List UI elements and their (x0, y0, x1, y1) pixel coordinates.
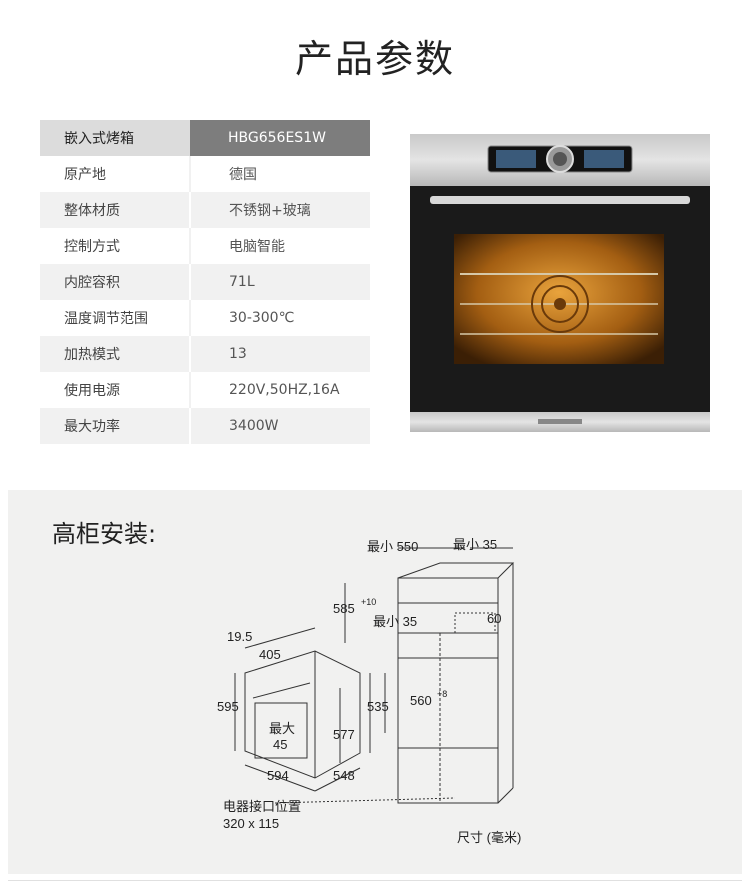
spec-key: 加热模式 (40, 336, 191, 372)
spec-key: 温度调节范围 (40, 300, 191, 336)
unit-label: 尺寸 (毫米) (457, 830, 521, 845)
spec-value: 71L (190, 264, 370, 300)
spec-row: 温度调节范围 30-300℃ (40, 300, 370, 336)
spec-value: 不锈钢+玻璃 (190, 192, 370, 228)
dim-19-5: 19.5 (227, 629, 252, 644)
spec-value: 13 (190, 336, 370, 372)
dim-585: 585 (333, 601, 355, 616)
dim-577: 577 (333, 727, 355, 742)
dim-560: 560 (410, 693, 432, 708)
spec-row: 使用电源 220V,50HZ,16A (40, 372, 370, 408)
spec-key: 原产地 (40, 156, 191, 192)
dim-min-35-mid: 最小 35 (373, 614, 417, 629)
dim-548: 548 (333, 768, 355, 783)
spec-row: 原产地 德国 (40, 156, 370, 192)
dim-595: 595 (217, 699, 239, 714)
spec-value: 德国 (190, 156, 370, 192)
dim-45: 45 (273, 737, 287, 752)
oven-product-image (410, 134, 710, 432)
dim-min-550: 最小 550 (367, 539, 418, 554)
dim-535: 535 (367, 699, 389, 714)
spec-key: 整体材质 (40, 192, 191, 228)
dim-min-35-top: 最小 35 (453, 537, 497, 552)
spec-row: 整体材质 不锈钢+玻璃 (40, 192, 370, 228)
dim-560-sup: +8 (437, 689, 447, 699)
connection-label: 电器接口位置 (223, 799, 301, 814)
connection-size: 320 x 115 (223, 816, 279, 831)
dim-585-sup: +10 (361, 597, 376, 607)
spec-value: 220V,50HZ,16A (190, 372, 370, 408)
spec-row: 加热模式 13 (40, 336, 370, 372)
installation-diagram: 最小 550 最小 35 585 +10 最小 35 60 19.5 405 5… (217, 537, 521, 845)
spec-value: 电脑智能 (190, 228, 370, 264)
installation-title: 高柜安装: (52, 520, 157, 548)
spec-header-value: HBG656ES1W (190, 120, 370, 156)
spec-table: 嵌入式烤箱 HBG656ES1W 原产地 德国 整体材质 不锈钢+玻璃 控制方式… (40, 120, 370, 444)
spec-header-row: 嵌入式烤箱 HBG656ES1W (40, 120, 370, 156)
spec-row: 控制方式 电脑智能 (40, 228, 370, 264)
spec-key: 控制方式 (40, 228, 191, 264)
dim-405: 405 (259, 647, 281, 662)
spec-header-key: 嵌入式烤箱 (40, 120, 190, 156)
bottom-divider (8, 880, 742, 881)
spec-key: 最大功率 (40, 408, 191, 444)
dim-max-label: 最大 (269, 721, 295, 736)
spec-value: 3400W (190, 408, 370, 444)
spec-row: 内腔容积 71L (40, 264, 370, 300)
spec-key: 内腔容积 (40, 264, 191, 300)
dim-594: 594 (267, 768, 289, 783)
spec-value: 30-300℃ (190, 300, 370, 336)
page-title: 产品参数 (294, 37, 455, 81)
spec-key: 使用电源 (40, 372, 191, 408)
dim-60: 60 (487, 611, 501, 626)
installation-panel (8, 490, 742, 874)
spec-row: 最大功率 3400W (40, 408, 370, 444)
